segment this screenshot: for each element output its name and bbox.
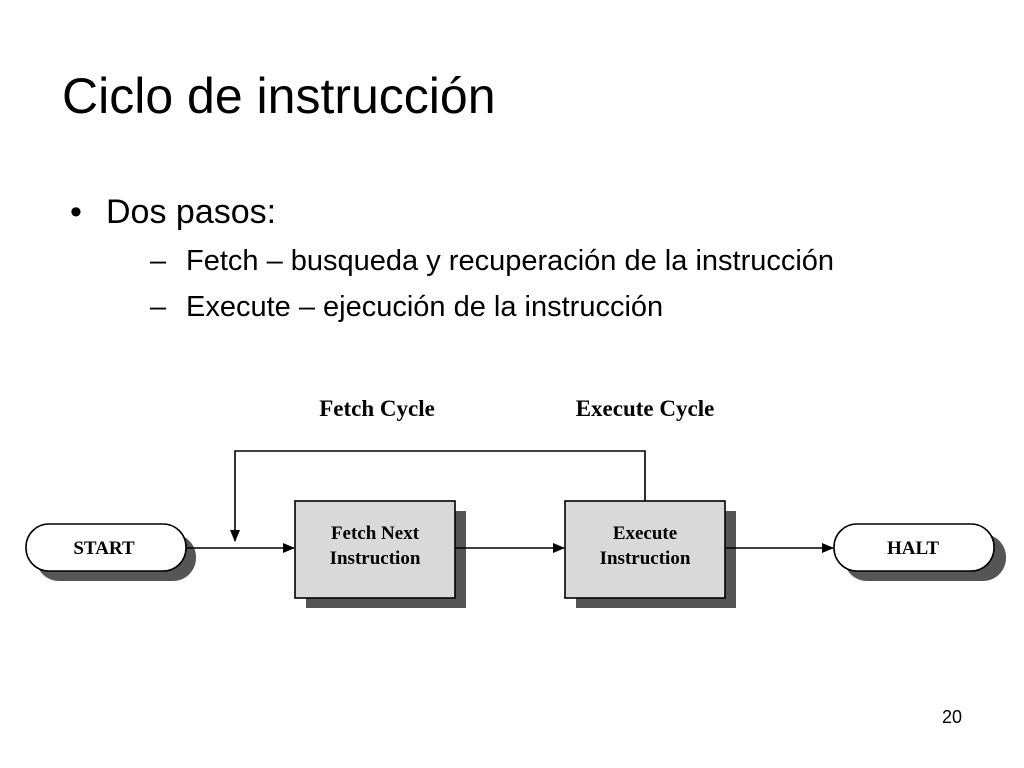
sub-bullet-execute-text: Execute – ejecución de la instrucción [186,291,664,323]
halt-node: HALT [833,523,1006,581]
dash-mark: – [150,245,167,277]
bullet-list: • Dos pasos: – Fetch – busqueda y recupe… [70,190,834,330]
fetch-label-line1: Fetch Next [331,523,420,544]
execute-label-line1: Execute [613,523,677,544]
execute-cycle-label: Execute Cycle [576,396,715,421]
fetch-node-shape [294,500,456,599]
bullet-text: Dos pasos: [106,193,277,231]
slide-title: Ciclo de instrucción [62,68,496,124]
bullet-mark: • [70,193,82,231]
page-number: 20 [941,707,962,727]
sub-bullet-list: – Fetch – busqueda y recuperación de la … [106,238,834,330]
start-label: START [73,538,135,559]
sub-bullet-fetch-text: Fetch – busqueda y recuperación de la in… [186,245,835,277]
sub-bullet-execute: – Execute – ejecución de la instrucción [106,284,834,330]
instruction-cycle-diagram: Fetch Cycle Execute Cycle START Fetch Ne… [25,396,1006,608]
halt-node-shape [833,523,995,572]
fetch-cycle-label: Fetch Cycle [319,396,435,421]
loop-back-line [230,450,646,542]
execute-node-shape [564,500,726,599]
start-node: START [25,523,196,581]
sub-bullet-fetch: – Fetch – busqueda y recuperación de la … [106,238,834,284]
dash-mark: – [150,291,167,323]
fetch-node: Fetch Next Instruction [294,500,466,608]
bullet-item: • Dos pasos: – Fetch – busqueda y recupe… [70,190,834,330]
execute-node: Execute Instruction [564,500,736,608]
halt-label: HALT [887,538,939,559]
execute-label-line2: Instruction [600,548,691,569]
fetch-label-line2: Instruction [330,548,421,569]
